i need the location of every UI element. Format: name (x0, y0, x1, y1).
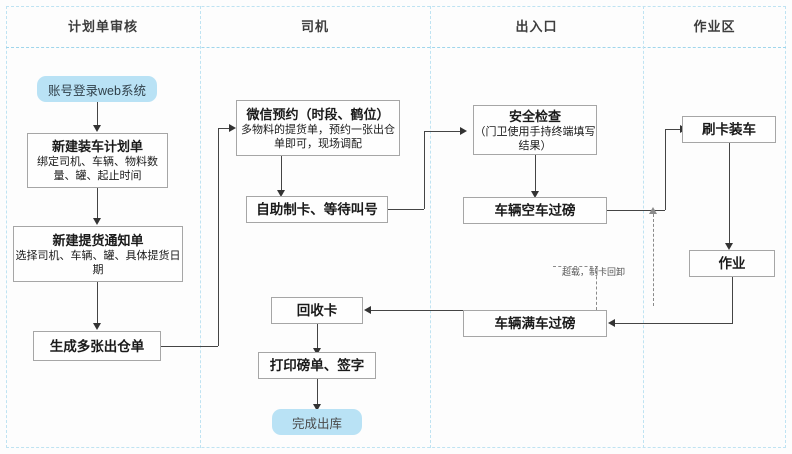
edge-swipe-oper-arrow (724, 243, 733, 250)
node-notice[interactable]: 新建提货通知单 选择司机、车辆、罐、具体提货日期 (13, 226, 183, 282)
node-recyclecard-title: 回收卡 (296, 303, 338, 318)
node-wechat-title: 微信预约（时段、鹤位） (246, 106, 390, 122)
lane-header-divider (6, 47, 786, 48)
edge-wechat-selfcard-line (281, 156, 282, 192)
edge-outorders-wechat-v (218, 128, 219, 346)
edge-outorders-wechat-h2 (218, 128, 231, 129)
lane-divider-1 (200, 6, 201, 448)
lane-title-work: 作业区 (693, 19, 736, 34)
node-outorders[interactable]: 生成多张出仓单 (33, 331, 161, 361)
edge-swipe-oper-line (729, 143, 730, 245)
edge-outorders-wechat-arrow (229, 123, 236, 132)
node-emptyweigh-title: 车辆空车过磅 (494, 203, 576, 218)
node-printweigh-title: 打印磅单、签字 (269, 358, 365, 373)
node-emptyweigh[interactable]: 车辆空车过磅 (463, 197, 607, 224)
edge-oper-full-v (732, 277, 733, 323)
node-finish[interactable]: 完成出库 (272, 409, 362, 435)
edge-oper-full-arrow (608, 318, 615, 327)
lane-title-driver: 司机 (300, 19, 329, 34)
node-selfcard-title: 自助制卡、等待叫号 (256, 202, 378, 217)
lane-title-gate: 出入口 (515, 19, 558, 34)
edge-selfcard-safety-h2 (424, 131, 462, 132)
edge-login-plan-arrow (92, 125, 101, 132)
node-selfcard[interactable]: 自助制卡、等待叫号 (246, 196, 388, 223)
node-login-label: 账号登录web系统 (48, 83, 146, 98)
node-safety[interactable]: 安全检查 （门卫使用手持终端填写结果） (473, 105, 597, 155)
node-wechat-desc: 多物料的提货单，预约一张出仓单即可，现场调配 (241, 123, 395, 150)
node-recyclecard[interactable]: 回收卡 (271, 297, 363, 324)
edge-overload-arrow (648, 207, 657, 214)
edge-overload-v2 (653, 214, 654, 306)
edge-outorders-wechat-h1 (161, 346, 218, 347)
node-safety-desc: （门卫使用手持终端填写结果） (474, 125, 596, 152)
edge-empty-swipe-v (665, 129, 666, 210)
edge-oper-full-h (615, 323, 733, 324)
node-login[interactable]: 账号登录web系统 (37, 76, 157, 102)
edge-print-finish-arrow (312, 404, 321, 411)
node-fullweigh-title: 车辆满车过磅 (494, 316, 576, 331)
edge-overload-v1 (596, 266, 597, 310)
edge-wechat-selfcard-arrow (276, 190, 285, 197)
lane-divider-3 (643, 6, 644, 448)
edge-notice-outorders-arrow (92, 323, 101, 330)
edge-selfcard-safety-arrow (460, 126, 467, 135)
edge-plan-notice-line (97, 188, 98, 220)
edge-overload-h (553, 266, 598, 267)
edge-selfcard-safety-h1 (388, 209, 424, 210)
edge-recycle-print-arrow (312, 348, 321, 355)
edge-empty-swipe-h2 (665, 129, 682, 130)
node-swipeload-title: 刷卡装车 (702, 122, 756, 137)
node-operation[interactable]: 作业 (689, 250, 775, 277)
node-plan[interactable]: 新建装车计划单 绑定司机、车辆、物料数量、罐、起止时间 (27, 133, 168, 188)
node-outorders-title: 生成多张出仓单 (49, 338, 145, 354)
edge-notice-outorders-line (97, 282, 98, 325)
node-wechat[interactable]: 微信预约（时段、鹤位） 多物料的提货单，预约一张出仓单即可，现场调配 (236, 100, 400, 156)
edge-safety-empty-line (535, 155, 536, 193)
lane-divider-2 (430, 6, 431, 448)
node-operation-title: 作业 (718, 256, 746, 271)
node-plan-title: 新建装车计划单 (51, 139, 143, 154)
edge-overload-label: 超载，制卡回卸 (562, 267, 626, 277)
edge-full-recycle-h1 (455, 310, 463, 311)
edge-plan-notice-arrow (92, 218, 101, 225)
edge-full-recycle-arrow (364, 305, 371, 314)
node-printweigh[interactable]: 打印磅单、签字 (258, 352, 376, 379)
edge-full-recycle-h2 (371, 310, 457, 311)
node-fullweigh[interactable]: 车辆满车过磅 (463, 310, 607, 337)
edge-print-finish-line (317, 379, 318, 406)
edge-login-plan-line (97, 102, 98, 127)
node-safety-title: 安全检查 (508, 108, 561, 124)
swimlane-outer-border (6, 6, 786, 448)
edge-empty-swipe-h1 (607, 210, 665, 211)
node-finish-label: 完成出库 (291, 416, 342, 431)
edge-selfcard-safety-v (424, 131, 425, 209)
edge-recycle-print-line (317, 324, 318, 350)
lane-title-plan: 计划单审核 (67, 19, 138, 34)
node-swipeload[interactable]: 刷卡装车 (682, 116, 776, 143)
node-notice-title: 新建提货通知单 (52, 232, 144, 248)
edge-safety-empty-arrow (530, 191, 539, 198)
node-notice-desc: 选择司机、车辆、罐、具体提货日期 (15, 249, 181, 276)
node-plan-desc: 绑定司机、车辆、物料数量、罐、起止时间 (37, 156, 158, 182)
